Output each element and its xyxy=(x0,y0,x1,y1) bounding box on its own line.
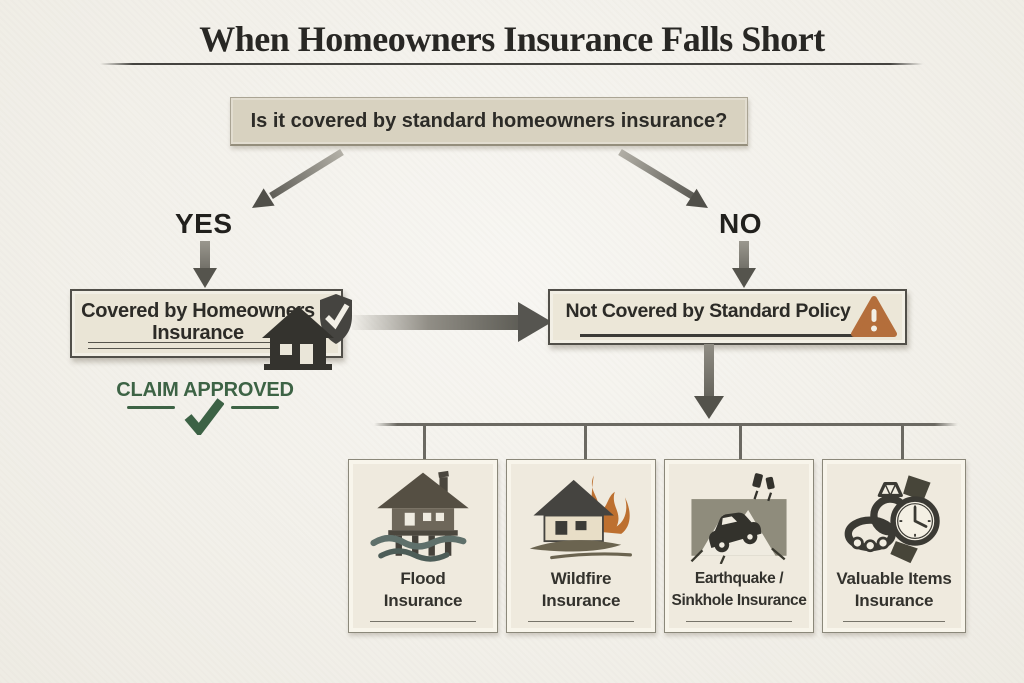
yes-down-arrow-icon xyxy=(193,241,217,288)
card-flood-underline xyxy=(369,620,477,622)
earthquake-sinkhole-car-icon xyxy=(690,473,787,564)
tree-drop-earthquake xyxy=(739,424,742,459)
no-branch-arrow-icon xyxy=(618,149,708,208)
title-divider xyxy=(100,63,923,65)
no-down-arrow-icon xyxy=(732,241,756,288)
not-covered-box-underline xyxy=(580,334,858,337)
covered-to-notcovered-arrow-shaft xyxy=(352,315,522,330)
covered-box-label: Covered by Homeowners Insurance xyxy=(81,300,315,345)
question-box: Is it covered by standard homeowners ins… xyxy=(230,97,748,146)
tree-connector-line xyxy=(374,423,958,426)
card-earthquake-title-line1: Earthquake / xyxy=(694,570,784,587)
not-covered-box: Not Covered by Standard Policy xyxy=(548,289,907,345)
card-wildfire-title-line2: Insurance xyxy=(541,591,621,611)
tree-drop-wildfire xyxy=(584,424,587,459)
not-covered-down-arrow-icon xyxy=(694,344,724,419)
green-check-icon xyxy=(184,398,224,435)
card-flood-title-line2: Insurance xyxy=(383,591,463,611)
card-wildfire-underline xyxy=(527,620,635,622)
card-earthquake-title-line2: Sinkhole Insurance xyxy=(671,591,807,609)
flood-house-icon xyxy=(370,470,469,562)
card-valuables-title-line1: Valuable Items xyxy=(836,569,952,588)
claim-right-dash xyxy=(231,406,279,409)
card-earthquake-underline xyxy=(685,620,793,622)
card-wildfire-title-line1: Wildfire xyxy=(550,569,612,588)
card-earthquake-sinkhole-insurance: Earthquake / Sinkhole Insurance xyxy=(664,459,814,633)
jewelry-watch-icon xyxy=(844,475,940,564)
yes-label: YES xyxy=(175,208,233,239)
covered-box-underline xyxy=(88,342,276,349)
tree-drop-flood xyxy=(423,424,426,459)
card-valuables-title-line2: Insurance xyxy=(854,591,934,611)
warning-triangle-icon xyxy=(851,296,897,337)
card-valuables-underline xyxy=(842,620,946,622)
yes-branch-arrow-icon xyxy=(252,149,344,208)
no-label: NO xyxy=(719,208,762,239)
card-flood-insurance: Flood Insurance xyxy=(348,459,498,633)
covered-to-notcovered-arrow-head xyxy=(518,302,552,342)
card-valuable-items-insurance: Valuable Items Insurance xyxy=(822,459,966,633)
tree-drop-valuables xyxy=(901,424,904,459)
claim-approved-label: CLAIM APPROVED xyxy=(116,379,294,401)
claim-left-dash xyxy=(127,406,175,409)
question-text: Is it covered by standard homeowners ins… xyxy=(250,109,728,132)
card-wildfire-insurance: Wildfire Insurance xyxy=(506,459,656,633)
wildfire-house-icon xyxy=(529,475,632,560)
page-title: When Homeowners Insurance Falls Short xyxy=(199,19,825,59)
not-covered-box-label: Not Covered by Standard Policy xyxy=(565,300,851,322)
card-flood-title-line1: Flood xyxy=(400,569,446,588)
house-shield-check-icon xyxy=(262,294,352,370)
